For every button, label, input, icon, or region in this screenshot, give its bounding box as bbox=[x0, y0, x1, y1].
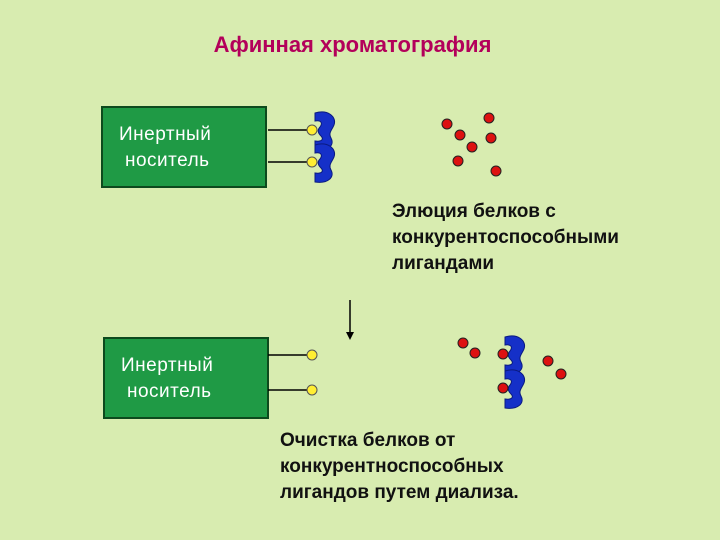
down-arrow-icon bbox=[346, 300, 354, 340]
ligand-yellow-dot bbox=[306, 349, 318, 361]
ligand-red-dot bbox=[483, 112, 495, 124]
free-ligands-bottom bbox=[457, 337, 567, 394]
carrier-bottom-line2: носитель bbox=[127, 381, 212, 402]
elution-line3: лигандами bbox=[392, 253, 495, 274]
ligand-red-dot bbox=[466, 141, 478, 153]
ligand-red-dot bbox=[485, 132, 497, 144]
ligand-red-dot bbox=[454, 129, 466, 141]
carrier-top-line1: Инертный bbox=[119, 124, 212, 145]
ligand-red-dot bbox=[542, 355, 554, 367]
ligand-red-dot bbox=[441, 118, 453, 130]
cleanup-line3: лигандов путем диализа. bbox=[280, 482, 519, 503]
inert-carrier-top: Инертный носитель bbox=[101, 106, 267, 188]
ligand-yellow-dot bbox=[306, 384, 318, 396]
cleanup-caption: Очистка белков от конкурентноспособных л… bbox=[280, 428, 519, 506]
ligand-yellow-dot bbox=[306, 124, 318, 136]
ligand-red-dot bbox=[555, 368, 567, 380]
cleanup-line2: конкурентноспособных bbox=[280, 456, 504, 477]
page-title: Афинная хроматография bbox=[213, 32, 492, 57]
ligand-red-dot bbox=[452, 155, 464, 167]
elution-line2: конкурентоспособными bbox=[392, 227, 619, 248]
ligand-red-dot bbox=[497, 348, 509, 360]
ligand-red-dot bbox=[490, 165, 502, 177]
carrier-bottom-line1: Инертный bbox=[121, 355, 214, 376]
ligand-red-dot bbox=[497, 382, 509, 394]
carrier-top-line2: носитель bbox=[125, 150, 210, 171]
elution-caption: Элюция белков с конкурентоспособными лиг… bbox=[392, 199, 619, 277]
elution-line1: Элюция белков с bbox=[392, 201, 556, 222]
ligand-red-dot bbox=[469, 347, 481, 359]
inert-carrier-bottom: Инертный носитель bbox=[103, 337, 269, 419]
cleanup-line1: Очистка белков от bbox=[280, 430, 456, 451]
free-ligands-top bbox=[441, 112, 502, 177]
ligand-red-dot bbox=[457, 337, 469, 349]
protein-icon bbox=[314, 143, 336, 183]
ligand-yellow-dot bbox=[306, 156, 318, 168]
